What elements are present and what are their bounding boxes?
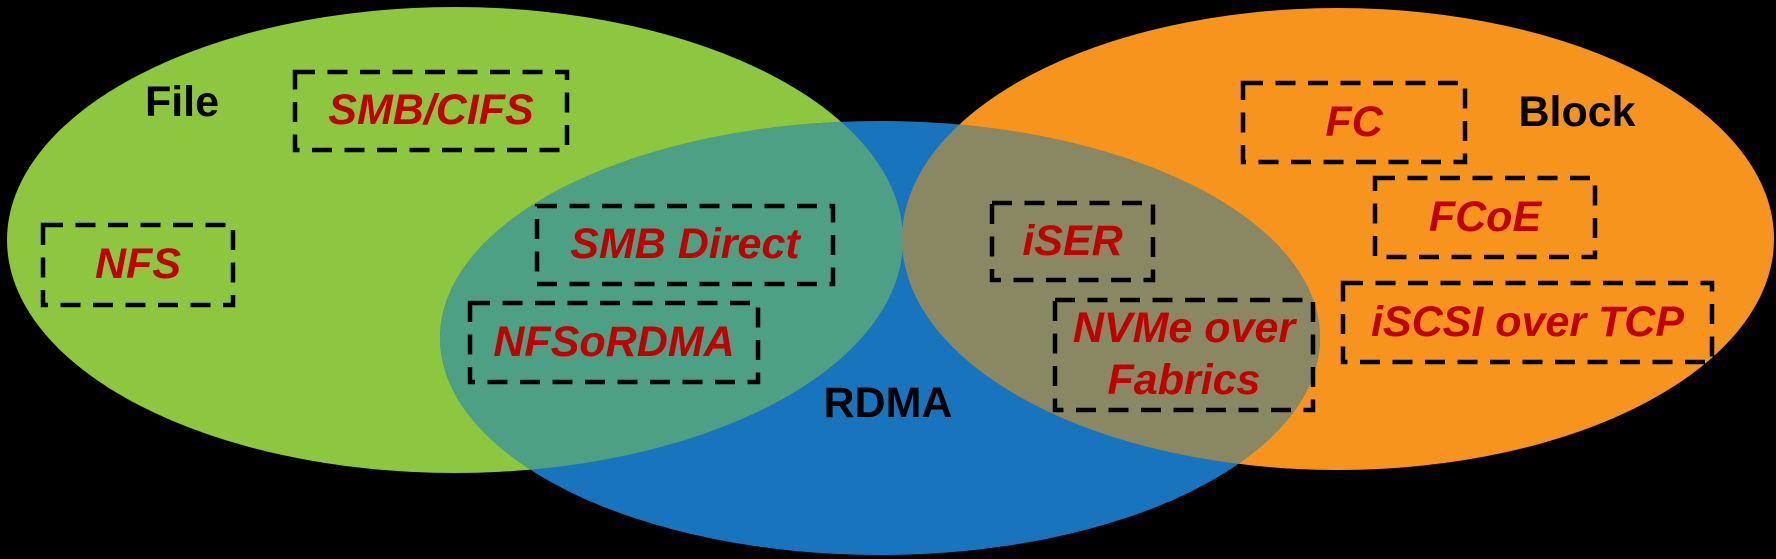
nvme-over-fabrics-box [1052,297,1316,413]
fc-box [1240,80,1468,165]
smb-direct-box [534,203,836,287]
nfs-box [40,222,236,308]
nfsordma-box [467,300,761,385]
iser-box [989,200,1156,283]
iscsi-over-tcp-box [1340,280,1715,365]
fcoe-box [1372,175,1598,260]
protocol-box-outlines [40,69,1715,413]
smb-cifs-box [292,69,570,153]
